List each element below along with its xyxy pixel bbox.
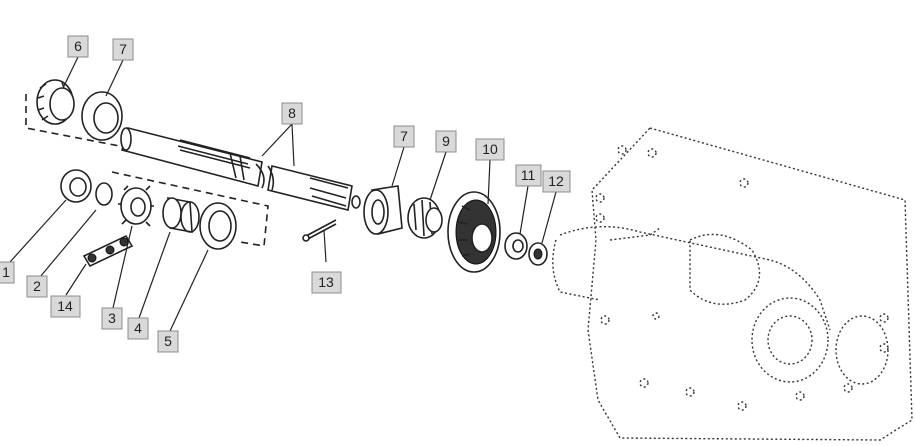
callout-10: 10	[475, 138, 505, 161]
nut-12	[528, 242, 548, 266]
callout-11-label: 11	[521, 167, 536, 183]
callout-6-label: 6	[74, 38, 82, 54]
leader-lines	[9, 56, 557, 332]
callout-8: 8	[281, 102, 303, 125]
sprocket-3	[118, 185, 154, 227]
washer-11	[504, 232, 528, 260]
callout-12: 12	[542, 170, 571, 193]
callout-13: 13	[311, 271, 342, 294]
callout-14-label: 14	[57, 298, 73, 314]
callout-2: 2	[26, 275, 48, 298]
callout-5-label: 5	[164, 333, 172, 349]
seal-5	[199, 202, 237, 250]
callout-1: 1	[0, 261, 15, 284]
callout-1-label: 1	[2, 264, 10, 280]
callout-11: 11	[515, 164, 542, 187]
callout-7-upper-label: 7	[119, 41, 127, 57]
callout-3: 3	[101, 307, 123, 330]
callout-8-label: 8	[288, 105, 296, 121]
chain-link-14	[82, 234, 134, 268]
callout-5: 5	[157, 330, 179, 353]
bearing-cone-9	[407, 197, 443, 239]
callout-12-label: 12	[548, 173, 564, 189]
bearing-cup-7-right	[363, 185, 403, 235]
gearbox-housing	[552, 127, 913, 441]
pinion-gear-6	[36, 79, 75, 125]
pin-13	[302, 219, 337, 242]
callout-14: 14	[50, 295, 81, 318]
callout-7-right-label: 7	[400, 128, 408, 144]
bearing-4	[162, 197, 200, 233]
splined-shaft-8	[120, 127, 361, 211]
bearing-cup-7-upper	[81, 91, 123, 141]
callout-2-label: 2	[33, 278, 41, 294]
callout-13-label: 13	[318, 274, 334, 290]
callout-7-right: 7	[393, 125, 415, 148]
callout-9-label: 9	[442, 133, 450, 149]
callout-7-upper: 7	[112, 38, 134, 61]
callout-3-label: 3	[108, 310, 116, 326]
callout-4-label: 4	[134, 320, 142, 336]
bevel-gear-10	[447, 191, 501, 273]
callout-10-label: 10	[482, 141, 498, 157]
callout-9: 9	[435, 130, 457, 153]
snap-ring-2	[95, 182, 113, 206]
bearing-cup-1	[60, 169, 92, 203]
callout-4: 4	[127, 317, 149, 340]
callout-6: 6	[67, 35, 89, 58]
